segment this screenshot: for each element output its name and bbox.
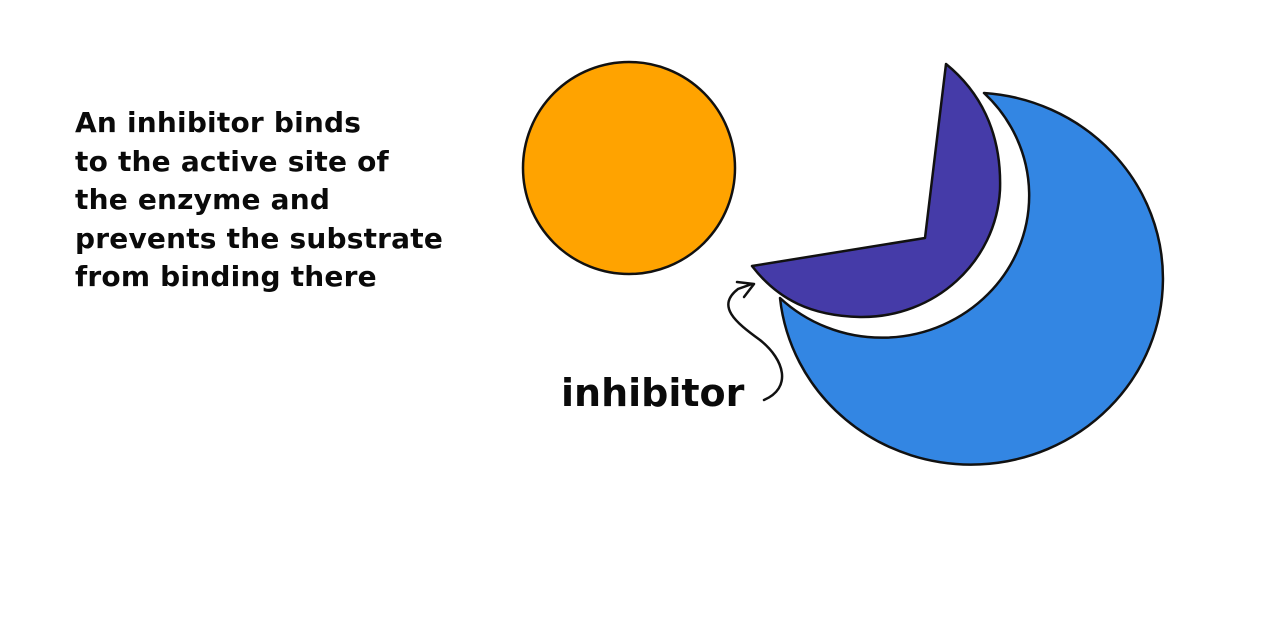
arrowhead-icon <box>735 280 756 299</box>
caption-line-2: to the active site of <box>75 144 389 178</box>
caption-line-1: An inhibitor binds <box>75 106 362 139</box>
inhibitor-label: inhibitor <box>561 371 745 415</box>
caption-line-5: from binding there <box>75 260 377 293</box>
inhibitor-pointer-arrow <box>727 282 784 402</box>
caption-line-4: prevents the substrate <box>75 221 444 255</box>
enzyme-shape <box>778 91 1165 466</box>
caption-text: An inhibitor binds to the active site of… <box>75 104 495 297</box>
caption-line-3: the enzyme and <box>75 183 331 216</box>
substrate-circle <box>521 60 737 276</box>
inhibitor-shape <box>750 62 1002 319</box>
